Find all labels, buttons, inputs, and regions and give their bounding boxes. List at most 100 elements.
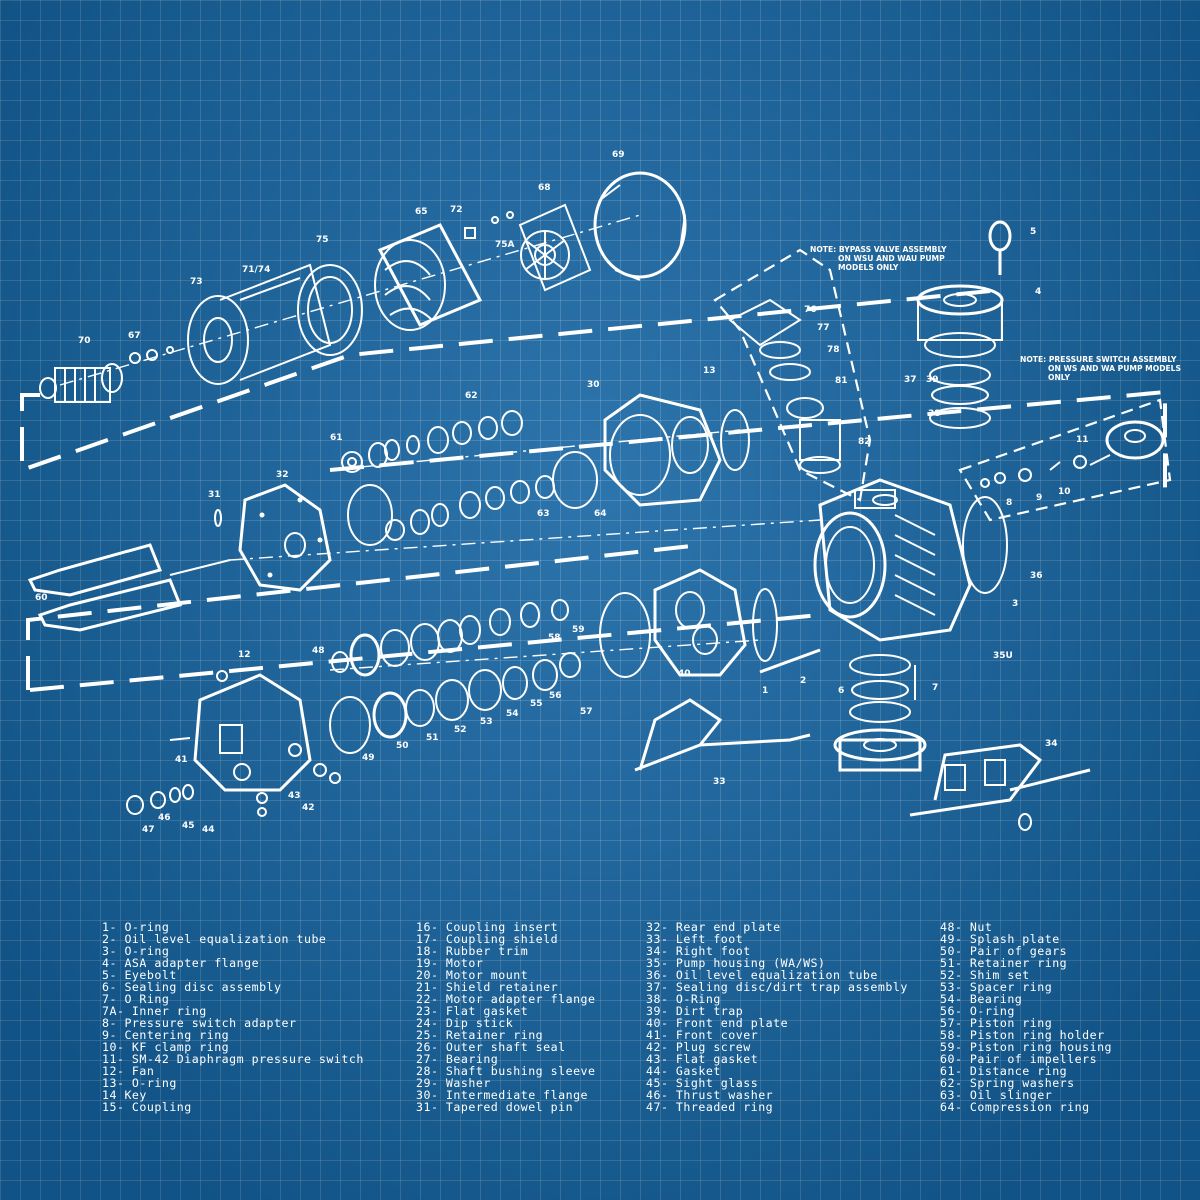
fan-shroud-75 [297, 264, 363, 356]
callout-43: 43 [288, 791, 301, 801]
callout-33: 33 [713, 777, 726, 787]
pump-assembly-frame-upper [329, 389, 1167, 490]
motor-axis [59, 214, 641, 386]
washers-67-68 [129, 346, 174, 364]
callout-46: 46 [158, 813, 171, 823]
callout-61: 61 [330, 433, 343, 443]
intermediate-flange-30 [603, 393, 722, 507]
piston-ring-parts-middle [385, 451, 598, 541]
pump-axis-upper [329, 429, 741, 471]
callout-52: 52 [454, 725, 467, 735]
sight-glass-parts [126, 763, 341, 817]
callout-41: 41 [175, 755, 188, 765]
pressure-switch-note: NOTE: PRESSURE SWITCH ASSEMBLY ON WS AND… [1020, 355, 1181, 382]
callout-10: 10 [1058, 487, 1071, 497]
pressure-note-line-1: NOTE: PRESSURE SWITCH ASSEMBLY [1020, 355, 1177, 364]
pressure-switch-11 [980, 420, 1165, 488]
fan-cover-69 [593, 171, 687, 281]
front-cover-41 [169, 670, 312, 792]
bypass-valve-note: NOTE: BYPASS VALVE ASSEMBLY ON WSU AND W… [810, 245, 947, 272]
motor-assembly-frame [20, 288, 1001, 473]
callout-12: 12 [238, 650, 251, 660]
asa-flange-stack-bottom [833, 654, 927, 772]
key-parts-72-75a [464, 211, 514, 239]
front-end-plate-40 [653, 568, 747, 677]
callout-4: 4 [1035, 287, 1041, 297]
callout-51: 51 [426, 733, 439, 743]
callout-73: 73 [190, 277, 203, 287]
callout-81: 81 [835, 376, 848, 386]
callout-36: 36 [1030, 571, 1043, 581]
fan-68 [518, 203, 592, 292]
bypass-valve-frame [713, 248, 872, 502]
callout-13: 13 [703, 366, 716, 376]
callout-2: 2 [800, 676, 806, 686]
callout-77: 77 [817, 323, 830, 333]
callout-7: 7 [932, 683, 938, 693]
callout-64: 64 [594, 509, 607, 519]
impellers-60 [27, 543, 231, 632]
oring-3-right [962, 496, 1008, 594]
callout-62: 62 [465, 391, 478, 401]
callout-56: 56 [549, 691, 562, 701]
callout-45: 45 [182, 821, 195, 831]
pressure-switch-frame [958, 398, 1172, 522]
gasket-3-lower [599, 592, 651, 678]
callout-49: 49 [362, 753, 375, 763]
callout-82: 82 [858, 437, 871, 447]
pump-housing-35 [813, 478, 972, 642]
bypass-note-line-3: MODELS ONLY [838, 263, 899, 272]
callout-78: 78 [827, 345, 840, 355]
callout-31: 31 [208, 490, 221, 500]
callout-57: 57 [580, 707, 593, 717]
motor-mount-71-74 [219, 263, 332, 381]
callout-71-74: 71/74 [242, 265, 270, 275]
callout-75: 75 [316, 235, 329, 245]
callout-38: 38 [928, 409, 941, 419]
flange-part-73 [187, 295, 249, 385]
callout-42: 42 [302, 803, 315, 813]
piston-ring-parts-upper [341, 410, 523, 473]
callout-70: 70 [78, 336, 91, 346]
rear-end-plate-32 [238, 483, 332, 592]
callout-9: 9 [1036, 493, 1042, 503]
pump-assembly-frame-lower [26, 543, 821, 692]
callout-1: 1 [762, 686, 768, 696]
callout-59: 59 [572, 625, 585, 635]
callout-35u: 35U [993, 651, 1013, 661]
eyebolt-5 [988, 220, 1012, 275]
bypass-valve-parts [728, 298, 841, 474]
callout-50: 50 [396, 741, 409, 751]
callout-3: 3 [1012, 599, 1018, 609]
callout-47: 47 [142, 825, 155, 835]
oil-tube-2 [759, 648, 821, 674]
callout-72: 72 [450, 205, 463, 215]
callout-68: 68 [538, 183, 551, 193]
callout-37: 37 [904, 375, 917, 385]
callout-30: 30 [587, 380, 600, 390]
dowel-pin-31 [214, 509, 222, 527]
callout-32: 32 [276, 470, 289, 480]
callout-76: 76 [804, 305, 817, 315]
callout-48: 48 [312, 646, 325, 656]
bypass-note-line-2: ON WSU AND WAU PUMP [838, 254, 945, 263]
callout-5: 5 [1030, 227, 1036, 237]
callout-11: 11 [1076, 435, 1089, 445]
gear-parts-lower [329, 599, 581, 754]
coupling-part-70 [39, 363, 123, 403]
oring-1 [752, 588, 778, 662]
left-foot-33 [634, 698, 811, 772]
callout-65: 65 [415, 207, 428, 217]
callout-53: 53 [480, 717, 493, 727]
oring-13 [720, 409, 750, 471]
callout-55: 55 [530, 699, 543, 709]
callout-54: 54 [506, 709, 519, 719]
callout-40: 40 [678, 669, 691, 679]
callout-63: 63 [537, 509, 550, 519]
pressure-note-line-3: ONLY [1048, 373, 1070, 382]
bypass-note-line-1: NOTE: BYPASS VALVE ASSEMBLY [810, 245, 947, 254]
gasket-3 [347, 484, 393, 546]
callout-6: 6 [838, 686, 844, 696]
